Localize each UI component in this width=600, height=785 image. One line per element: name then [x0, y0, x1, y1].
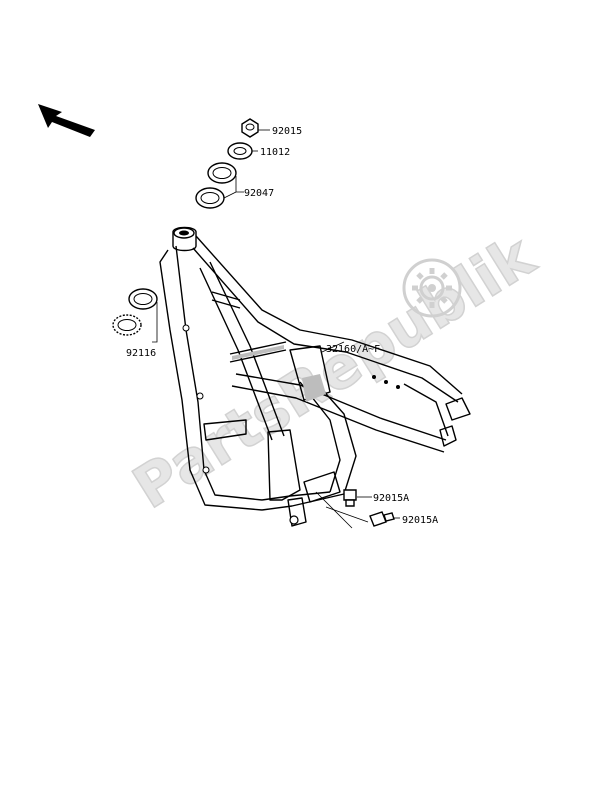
- frame: [159, 226, 471, 529]
- part-label-frame: 32160/A~F: [326, 344, 380, 355]
- bearing-lower: [112, 288, 158, 343]
- washer: [227, 142, 258, 160]
- bearing-upper: [195, 162, 244, 209]
- bolt-1: [343, 489, 372, 507]
- part-label-bearing-upper: 92047: [244, 188, 274, 199]
- nut-top: [241, 118, 270, 138]
- part-label-bolt-1: 92015A: [373, 493, 409, 504]
- part-label-bolt-2: 92015A: [402, 515, 438, 526]
- part-label-bearing-lower: 92116: [126, 348, 156, 359]
- part-label-washer: 11012: [260, 147, 290, 158]
- gear-icon: [402, 258, 462, 318]
- part-label-nut-top: 92015: [272, 126, 302, 137]
- bolt-2: [369, 511, 400, 527]
- front-direction-arrow-icon: [38, 104, 95, 137]
